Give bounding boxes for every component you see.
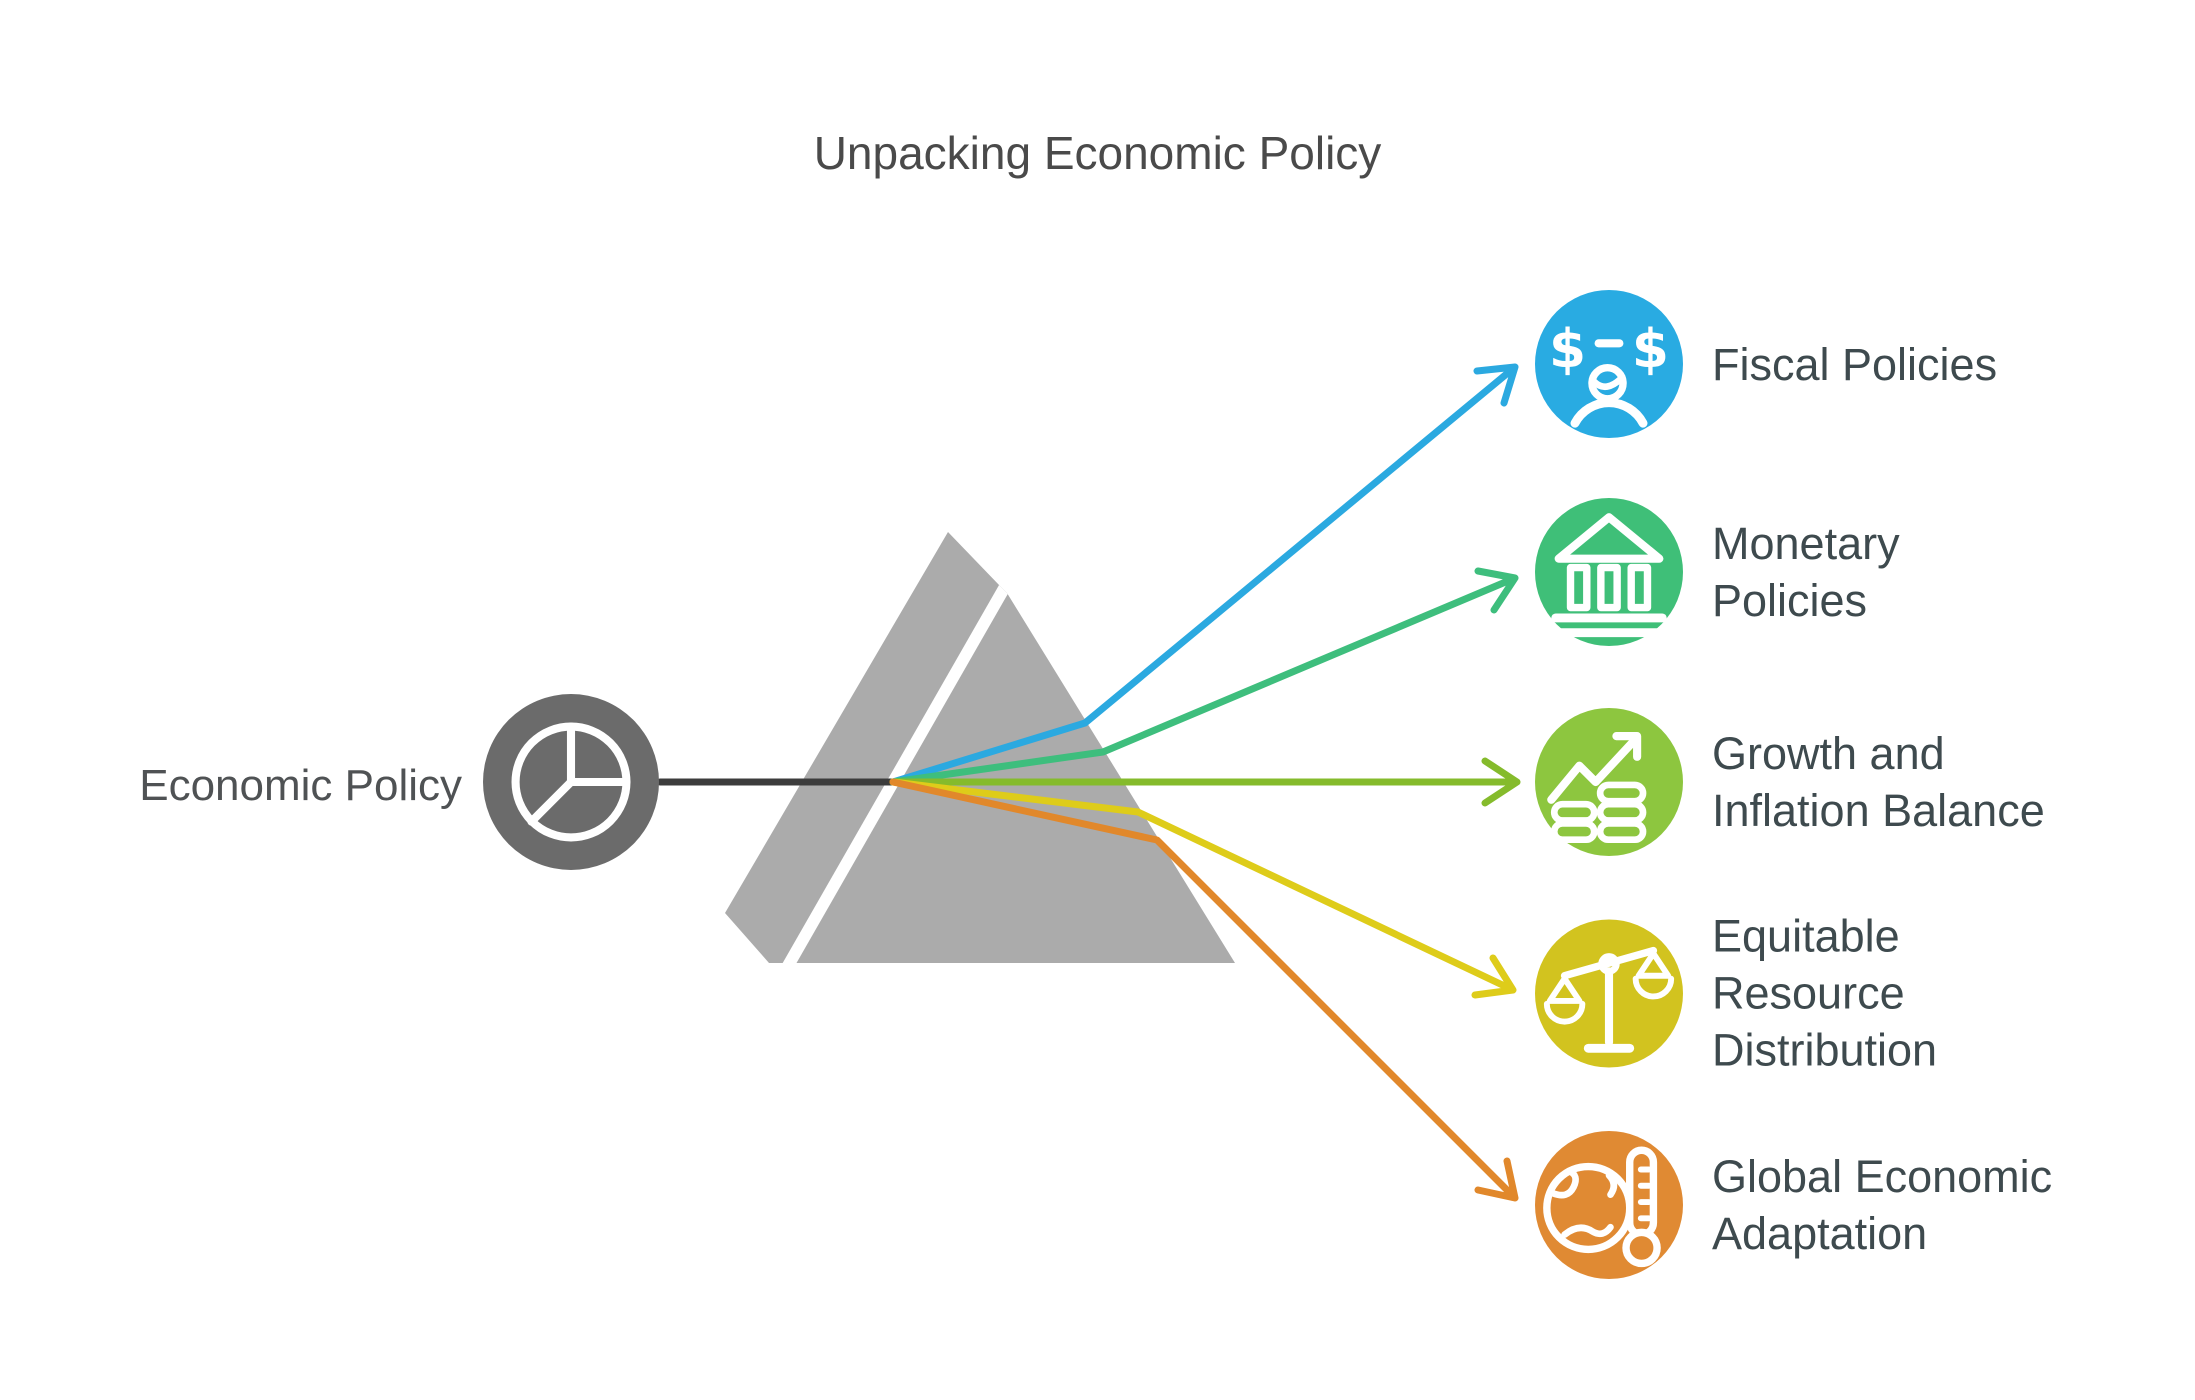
branch-row: Global Economic Adaptation xyxy=(1535,1131,2195,1279)
branch-badge-growth xyxy=(1535,708,1683,856)
ray-growth xyxy=(889,757,1521,807)
branch-badge-monetary xyxy=(1535,498,1683,646)
branch-row: Equitable Resource Distribution xyxy=(1535,908,2195,1079)
dollar-exchange-icon: $ $ xyxy=(1549,318,1669,428)
prism xyxy=(725,532,1235,963)
branch-row: $ $ Fiscal Policies xyxy=(1535,290,2195,438)
branch-row: Monetary Policies xyxy=(1535,498,2195,646)
branch-label: Equitable Resource Distribution xyxy=(1712,910,1938,1076)
branch-badge-global xyxy=(1535,1131,1683,1279)
pie-chart-icon xyxy=(511,722,631,842)
source-label: Economic Policy xyxy=(139,761,462,810)
branch-label: Monetary Policies xyxy=(1712,518,1900,626)
balance-scale-icon xyxy=(1543,946,1675,1053)
branch-label: Growth and Inflation Balance xyxy=(1712,728,2045,836)
ray-equitable xyxy=(889,778,1517,999)
ray-fiscal xyxy=(889,363,1519,786)
ray-monetary xyxy=(889,567,1519,786)
svg-text:$: $ xyxy=(1632,318,1669,380)
branch-badge-equitable xyxy=(1535,919,1683,1067)
branch-row: Growth and Inflation Balance xyxy=(1535,708,2195,856)
bank-icon xyxy=(1551,513,1667,638)
branch-label: Fiscal Policies xyxy=(1712,338,1998,390)
page-title: Unpacking Economic Policy xyxy=(813,127,1382,179)
branch-badge-fiscal: $ $ xyxy=(1535,290,1683,438)
growth-chart-coins-icon xyxy=(1547,732,1647,844)
ray-global xyxy=(889,778,1519,1202)
branch-label: Global Economic Adaptation xyxy=(1712,1151,2053,1259)
svg-text:$: $ xyxy=(1549,318,1586,380)
source-badge xyxy=(483,694,659,870)
globe-thermometer-icon xyxy=(1543,1146,1661,1268)
